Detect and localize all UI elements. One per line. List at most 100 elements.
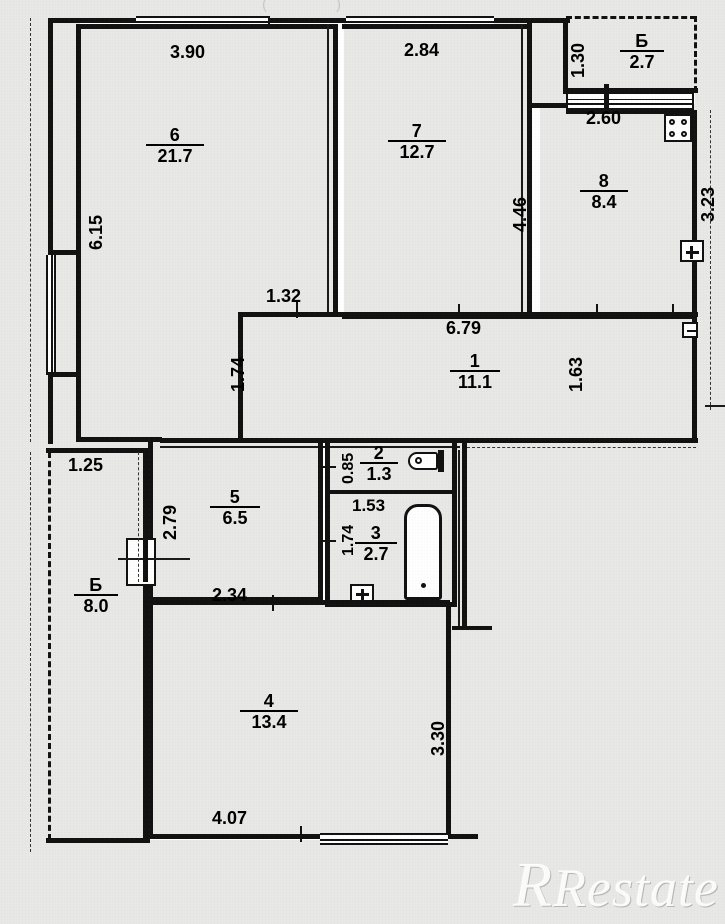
wall-room5-right: [318, 442, 323, 602]
wall-balcony-left-inner: [143, 452, 148, 582]
door-swing-room5: [118, 558, 190, 560]
balcony-tr-rail-top: [566, 16, 696, 19]
wall-room6-top: [76, 24, 338, 29]
room-area-8: 8.4: [580, 190, 628, 212]
wall-wc-bottom: [325, 490, 457, 494]
wall-room4-right: [446, 604, 451, 838]
balcony-left-rail: [48, 452, 51, 840]
floor-fill-bottom-strip: [0, 840, 725, 924]
exterior-wall-left-step2: [48, 372, 78, 377]
room-area-3: 2.7: [355, 542, 397, 564]
dim-tick-corridor-b: [596, 304, 598, 318]
floor-fill-room7: [344, 22, 530, 317]
toilet-icon: [408, 452, 438, 470]
exterior-wall-left-mid: [48, 58, 53, 254]
balcony-label-left: Б 8.0: [74, 576, 118, 616]
wall-room8-left-upper: [527, 18, 532, 106]
balcony-area-left: 8.0: [74, 594, 118, 616]
room-label-5: 5 6.5: [210, 488, 260, 528]
dim-balcony-left-top: 1.25: [68, 455, 104, 475]
wall-corridor-right-stub: [452, 626, 492, 630]
wall-room6-bottom: [76, 437, 162, 442]
door-opening-room5: [126, 538, 156, 586]
room-area-1: 11.1: [450, 370, 500, 392]
wall-balcony-left-bottom: [46, 838, 150, 843]
room-number-3: 3: [370, 523, 382, 543]
floor-fill-left-margin: [0, 0, 50, 924]
wall-room7-right-hatch: [521, 24, 523, 317]
wall-room6-right: [333, 24, 338, 314]
balcony-tr-door-window: [566, 92, 694, 110]
floor-fill-room4: [152, 602, 450, 837]
room-label-8: 8 8.4: [580, 172, 628, 212]
floor-fill-room8-top: [530, 22, 568, 108]
room-label-4: 4 13.4: [240, 692, 298, 732]
dim-room6-top: 3.90: [170, 42, 206, 62]
balcony-tr-rail-right: [694, 16, 697, 92]
wall-room6-right-hatch: [327, 24, 329, 314]
exterior-wall-left-upper: [48, 18, 53, 61]
balcony-tr-mullion: [606, 84, 609, 112]
room-number-6: 6: [169, 125, 181, 145]
exterior-edge-dashed-right: [710, 110, 711, 410]
wall-corridor-bottom-hatch: [160, 446, 460, 448]
exterior-wall-left-lower: [48, 372, 53, 444]
room-number-7: 7: [411, 121, 423, 141]
dim-balcony-tr-bottom: 2.60: [586, 108, 622, 128]
room-area-2: 1.3: [360, 462, 398, 484]
corridor-bottom-dashed: [462, 447, 696, 448]
toilet-tank-icon: [438, 450, 444, 472]
bathtub-icon: [404, 504, 442, 600]
dim-tick-room5-bot: [272, 595, 274, 611]
wall-room6-left: [76, 24, 81, 442]
floor-fill-right-lower: [450, 602, 725, 852]
room-area-6: 21.7: [146, 144, 204, 166]
wall-room8-top: [527, 103, 567, 108]
dim-corridor-top: 6.79: [446, 318, 482, 338]
balcony-left-inner-dashed: [138, 452, 139, 582]
dim-tick-room4-bot: [300, 826, 302, 842]
dim-tick-bath: [322, 540, 336, 542]
room-label-7: 7 12.7: [388, 122, 446, 162]
wall-room4-bottom-right: [448, 834, 478, 839]
balcony-number-tr: Б: [635, 31, 649, 51]
dim-balcony-tr-left: 1.30: [568, 42, 588, 78]
wall-bath-left: [325, 494, 330, 606]
wall-room7-right: [527, 24, 532, 317]
window-room6-left: [46, 255, 56, 375]
dim-tick-balcony-bot: [604, 84, 606, 114]
dim-wc-height: 0.85: [340, 452, 357, 484]
wall-room5-bottom: [148, 597, 323, 602]
exterior-wall-top: [48, 18, 138, 23]
wall-room7-top: [342, 24, 532, 29]
dim-corridor-left: 1.74: [228, 356, 248, 392]
room-area-5: 6.5: [210, 506, 260, 528]
exterior-wall-right-lower: [692, 338, 697, 442]
wall-bath-right-outer: [462, 442, 467, 630]
wall-bath-right-hatch: [458, 450, 460, 630]
balcony-area-tr: 2.7: [620, 50, 664, 72]
dim-corridor-right: 1.63: [566, 356, 586, 392]
dim-room6-left: 6.15: [86, 214, 106, 250]
dim-room4-bottom: 4.07: [212, 808, 248, 828]
floor-fill-room5: [152, 442, 322, 602]
floor-fill-balcony-left: [48, 452, 146, 842]
room-label-1: 1 11.1: [450, 352, 500, 392]
wall-corridor-top-left: [238, 312, 338, 317]
cropped-header-mark-right: ): [336, 0, 341, 13]
balcony-number-left: Б: [89, 575, 103, 595]
dim-tick-nook: [296, 300, 298, 318]
right-trim-line: [705, 405, 725, 407]
window-room4-bottom: [320, 833, 448, 845]
dim-room4-right: 3.30: [428, 720, 448, 756]
room-label-6: 6 21.7: [146, 126, 204, 166]
wall-corridor-left: [238, 312, 243, 442]
room-number-4: 4: [263, 691, 275, 711]
exterior-wall-right-upper: [692, 110, 697, 310]
wall-room4-top: [148, 600, 450, 605]
floor-fill-corridor: [240, 314, 695, 442]
wall-wc-left: [325, 442, 330, 494]
exterior-edge-dashed-left: [30, 18, 31, 442]
wall-room4-bottom: [148, 834, 323, 839]
wall-balcony-left-top: [46, 448, 148, 453]
